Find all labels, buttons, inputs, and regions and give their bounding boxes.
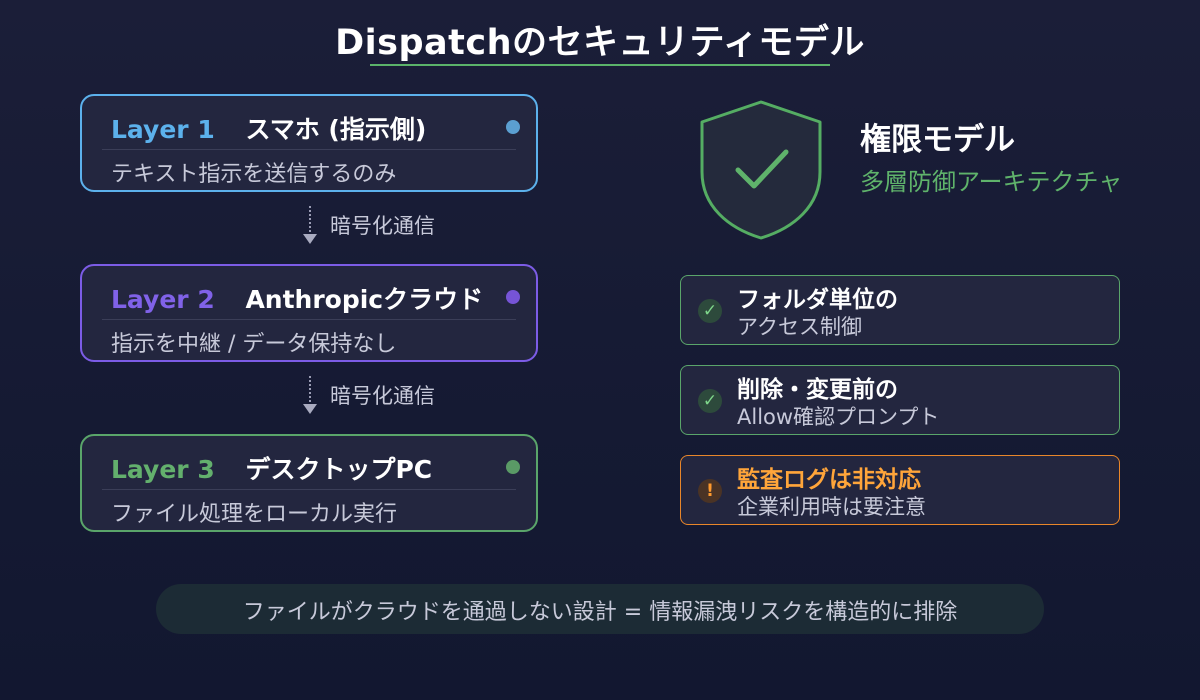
connector-1: 暗号化通信 <box>300 206 500 250</box>
connector-2: 暗号化通信 <box>300 376 500 420</box>
footer-banner: ファイルがクラウドを通過しない設計 = 情報漏洩リスクを構造的に排除 <box>156 584 1044 634</box>
layer-2-card: Layer 2 Anthropicクラウド 指示を中継 / データ保持なし <box>80 264 538 362</box>
layer-1-name: スマホ (指示側) <box>245 115 427 144</box>
feature-allow-prompt: ✓ 削除・変更前の Allow確認プロンプト <box>680 365 1120 435</box>
layer-3-description: ファイル処理をローカル実行 <box>111 502 398 527</box>
connector-2-dotted-line <box>309 376 311 402</box>
feature-3-description: 企業利用時は要注意 <box>737 495 926 519</box>
layer-3-dot <box>506 460 520 474</box>
page-title: Dispatchのセキュリティモデル <box>335 23 865 63</box>
check-icon: ✓ <box>698 389 722 413</box>
layer-1-header: Layer 1 スマホ (指示側) <box>111 110 426 146</box>
shield-check-icon <box>700 100 822 240</box>
layer-3-name: デスクトップPC <box>245 455 433 484</box>
layer-3-divider <box>102 489 516 490</box>
layer-2-name: Anthropicクラウド <box>245 285 484 314</box>
layer-1-card: Layer 1 スマホ (指示側) テキスト指示を送信するのみ <box>80 94 538 192</box>
layer-1-dot <box>506 120 520 134</box>
feature-folder-access: ✓ フォルダ単位の アクセス制御 <box>680 275 1120 345</box>
arrow-down-icon <box>303 234 317 244</box>
layer-2-divider <box>102 319 516 320</box>
permission-model-title: 権限モデル <box>860 122 1015 158</box>
warning-icon: ! <box>698 479 722 503</box>
layer-1-description: テキスト指示を送信するのみ <box>111 162 397 187</box>
layer-1-divider <box>102 149 516 150</box>
feature-3-title: 監査ログは非対応 <box>737 467 921 493</box>
connector-1-label: 暗号化通信 <box>330 214 435 238</box>
connector-1-dotted-line <box>309 206 311 232</box>
check-icon: ✓ <box>698 299 722 323</box>
permission-model-subtitle: 多層防御アーキテクチャ <box>860 168 1123 196</box>
title-underline <box>370 64 830 66</box>
footer-text: ファイルがクラウドを通過しない設計 = 情報漏洩リスクを構造的に排除 <box>242 600 958 625</box>
layer-2-description: 指示を中継 / データ保持なし <box>111 332 397 357</box>
layer-2-number: Layer 2 <box>111 285 215 314</box>
connector-2-label: 暗号化通信 <box>330 384 435 408</box>
layer-3-header: Layer 3 デスクトップPC <box>111 450 432 486</box>
layer-1-number: Layer 1 <box>111 115 215 144</box>
layer-2-dot <box>506 290 520 304</box>
feature-audit-log-warning: ! 監査ログは非対応 企業利用時は要注意 <box>680 455 1120 525</box>
feature-2-description: Allow確認プロンプト <box>737 405 940 429</box>
layer-2-header: Layer 2 Anthropicクラウド <box>111 280 483 316</box>
feature-1-description: アクセス制御 <box>737 315 862 339</box>
layer-3-card: Layer 3 デスクトップPC ファイル処理をローカル実行 <box>80 434 538 532</box>
layer-3-number: Layer 3 <box>111 455 215 484</box>
feature-2-title: 削除・変更前の <box>737 377 898 403</box>
feature-1-title: フォルダ単位の <box>737 287 898 313</box>
arrow-down-icon <box>303 404 317 414</box>
